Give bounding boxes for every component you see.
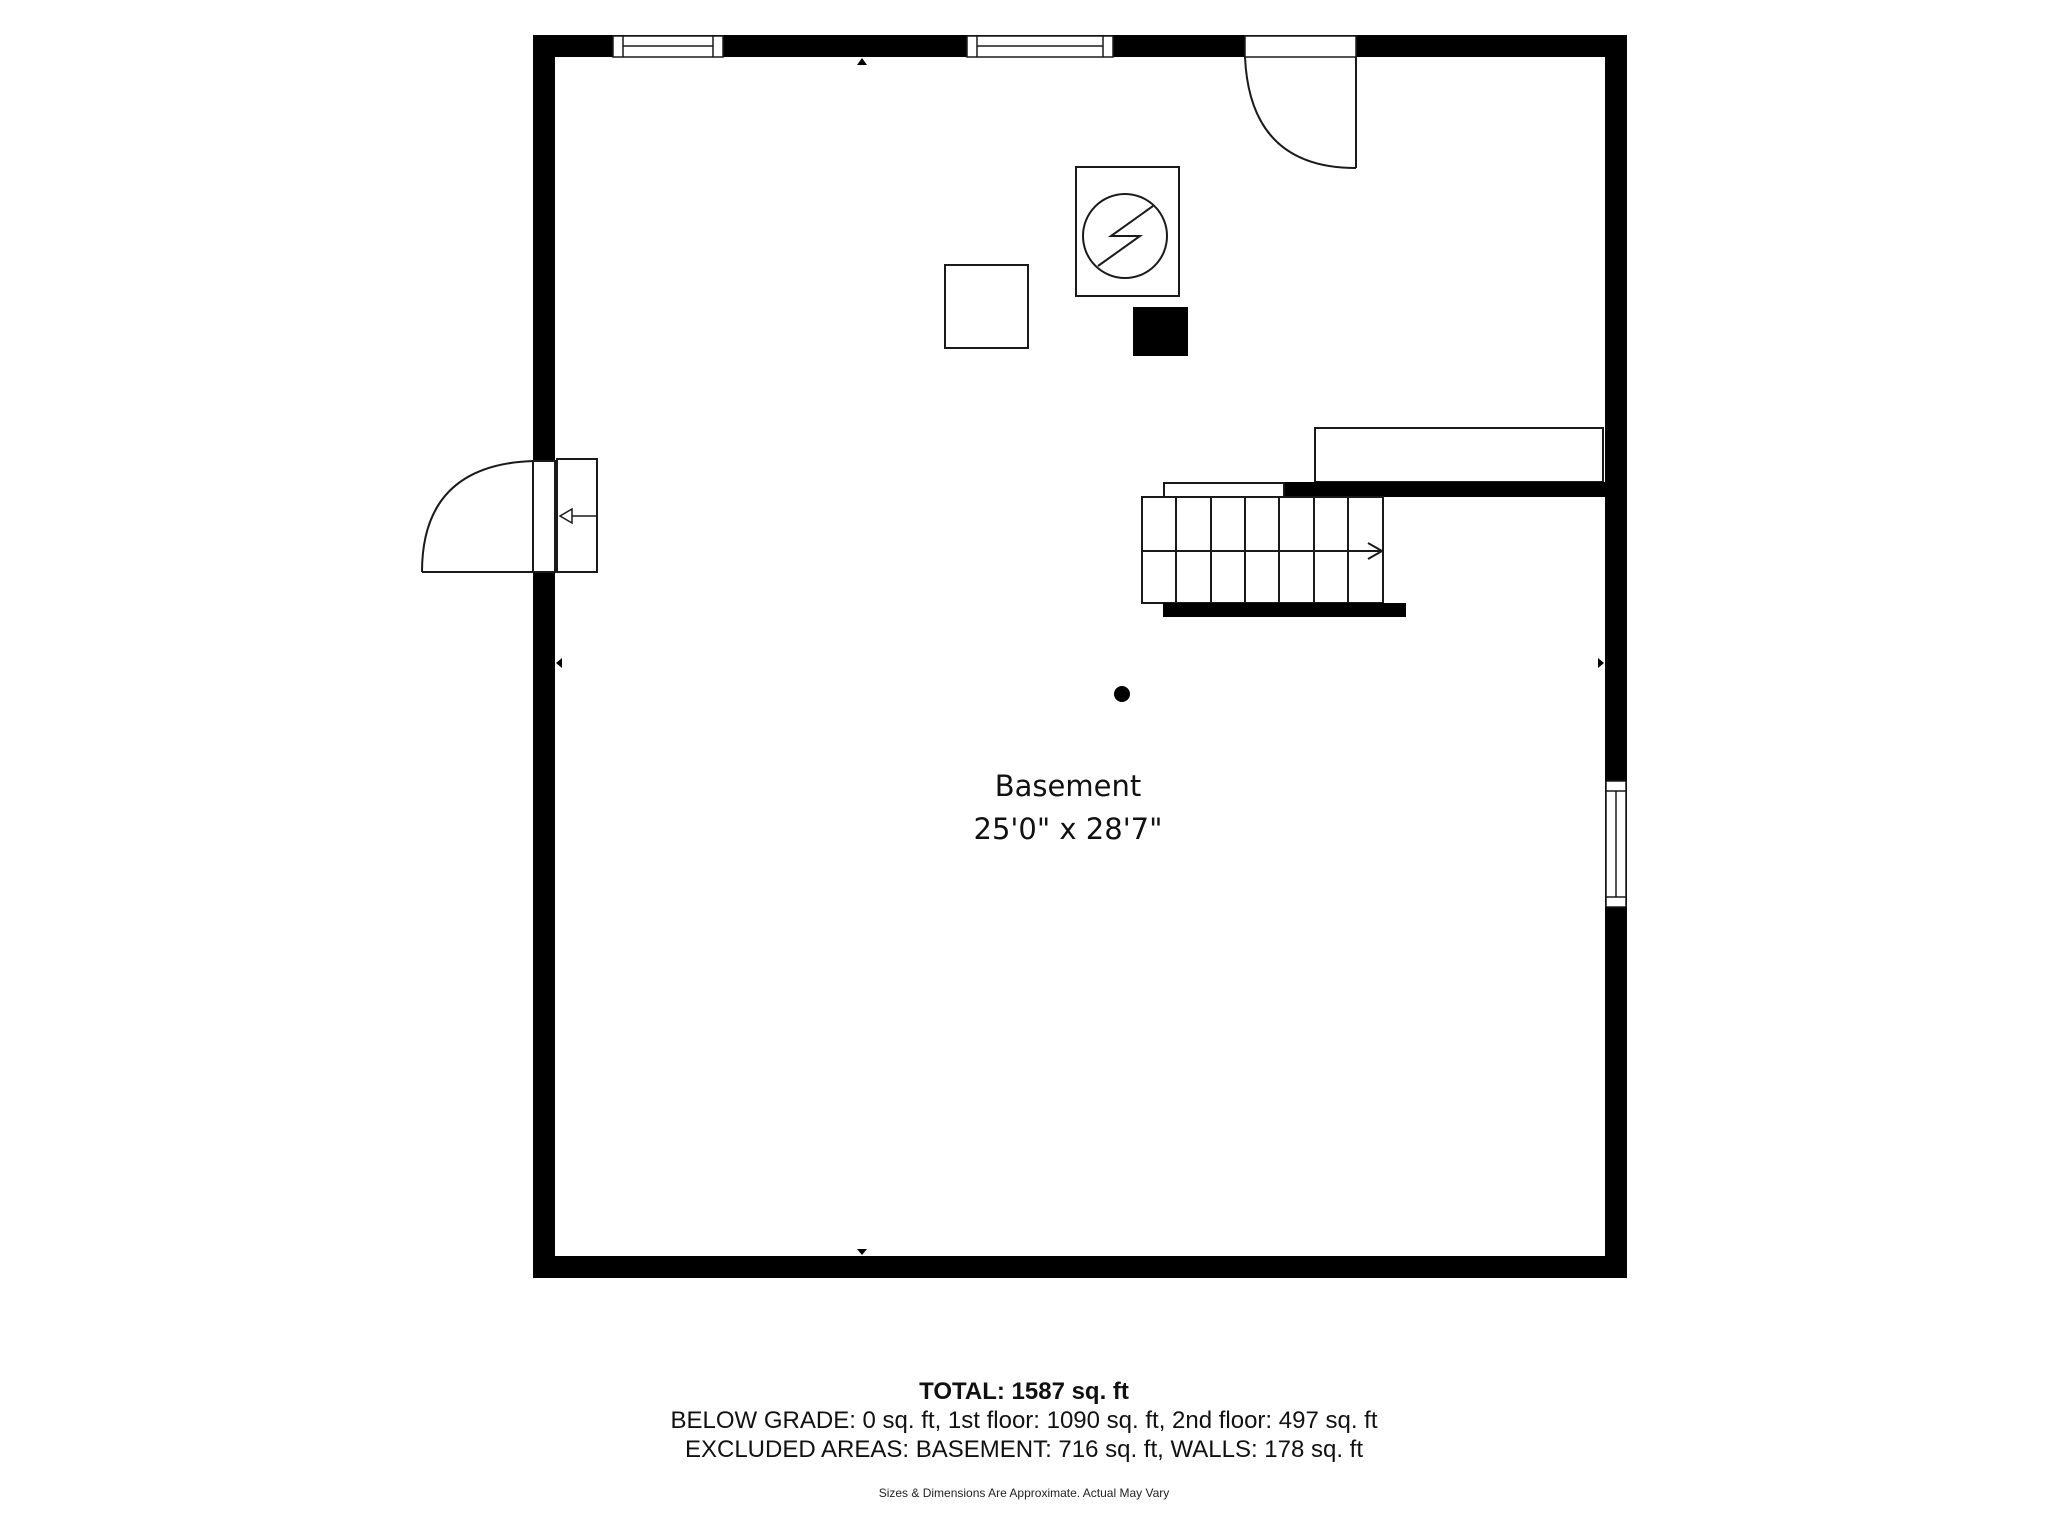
stair-partition-wall — [1284, 482, 1605, 497]
room-dimensions: 25'0" x 28'7" — [973, 812, 1163, 846]
grade-breakdown: BELOW GRADE: 0 sq. ft, 1st floor: 1090 s… — [670, 1407, 1378, 1434]
disclaimer: Sizes & Dimensions Are Approximate. Actu… — [878, 1486, 1170, 1500]
dark-square-fixture — [1133, 307, 1188, 356]
area-summary: TOTAL: 1587 sq. ft BELOW GRADE: 0 sq. ft… — [524, 1377, 1524, 1464]
top-marker-icon — [857, 58, 867, 65]
total-area: TOTAL: 1587 sq. ft — [919, 1378, 1129, 1405]
stair-landing — [1163, 482, 1285, 498]
left-marker-icon — [556, 658, 562, 668]
storage-shelf — [1314, 427, 1604, 483]
utility-box — [944, 264, 1029, 349]
room-name: Basement — [994, 769, 1142, 803]
support-column — [1114, 686, 1130, 702]
water-heater — [1075, 166, 1180, 297]
bottom-wall — [533, 1256, 1627, 1278]
stair-bottom-wall — [1163, 603, 1406, 617]
staircase — [1141, 496, 1385, 604]
electric-bolt-icon — [1097, 205, 1154, 267]
entry-arrow-icon — [558, 507, 573, 525]
right-marker-icon — [1598, 658, 1604, 668]
top-window-center — [966, 35, 1114, 58]
right-wall — [1605, 35, 1627, 1278]
right-window — [1605, 780, 1627, 908]
left-wall — [533, 35, 555, 1278]
top-right-door — [1244, 35, 1357, 169]
left-exterior-door — [421, 458, 598, 573]
stair-direction-arrow-icon — [1367, 542, 1385, 560]
excluded-areas: EXCLUDED AREAS: BASEMENT: 716 sq. ft, WA… — [684, 1436, 1364, 1463]
bottom-marker-icon — [857, 1249, 867, 1255]
top-window-left — [612, 35, 724, 58]
exterior-walls — [533, 35, 1627, 1278]
